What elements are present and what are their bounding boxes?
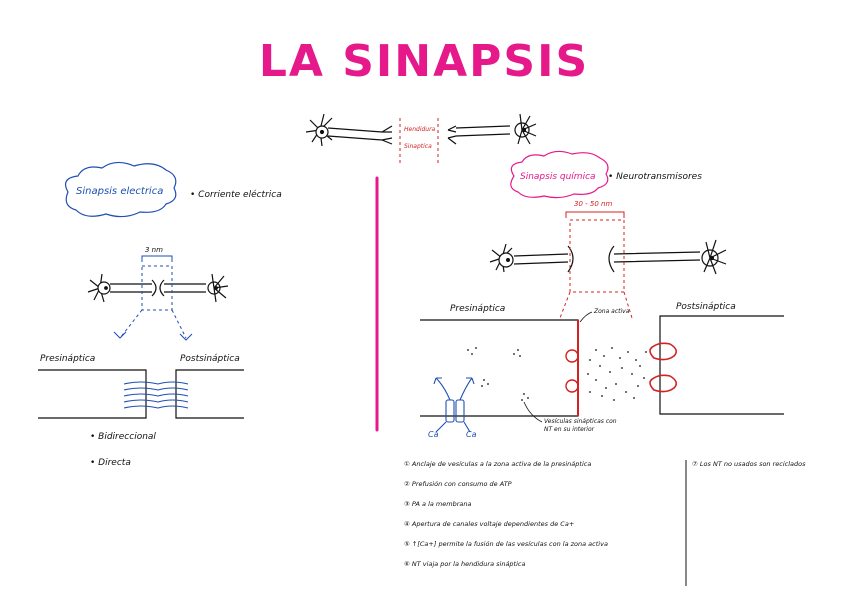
quimica-cloud-label: Sinapsis química [520, 172, 596, 182]
step-3: ③ PA a la membrana [404, 500, 472, 508]
electrica-pre-membrane [38, 369, 147, 419]
quimica-zoom-arrows [559, 291, 633, 319]
electrica-zoom-box [141, 265, 173, 311]
electrica-post-label: Postsináptica [180, 354, 240, 364]
zona-activa-pointer [579, 311, 593, 323]
quimica-post-membrane [659, 315, 784, 415]
quimica-pre-label: Presináptica [450, 304, 506, 314]
quimica-pre-membrane [420, 319, 579, 417]
page-title: LA SINAPSIS [258, 36, 590, 87]
electrica-zoom-arrows [119, 309, 187, 339]
zona-activa-label: Zona activa [594, 308, 630, 315]
vesiculas-label-2: NT en su interior [544, 426, 595, 433]
sinaptica-label: Sinaptica [404, 143, 432, 150]
electrica-post-membrane [175, 369, 244, 419]
quimica-post-label: Postsináptica [676, 302, 736, 312]
gap-junctions [123, 381, 189, 409]
electrica-gap-label: 3 nm [145, 246, 163, 254]
electrica-pre-label: Presináptica [40, 354, 96, 364]
step-5: ⑤ ↑[Ca+] permite la fusión de las vesícu… [404, 540, 608, 548]
quimica-gap-label: 30 - 50 nm [574, 200, 613, 208]
quimica-bullet: • Neurotransmisores [608, 172, 702, 182]
quimica-right-neuron [608, 239, 727, 275]
hendidura-label: Hendidura [404, 126, 436, 133]
quimica-gap-bracket [565, 211, 625, 218]
electrica-cloud-label: Sinapsis electrica [76, 186, 164, 197]
electrica-cloud [65, 161, 177, 218]
ca-channel [433, 377, 475, 433]
electrica-right-neuron [159, 273, 229, 303]
step-4: ④ Apertura de canales voltaje dependient… [404, 520, 575, 528]
step-2: ② Prefusión con consumo de ATP [404, 480, 512, 488]
electrica-prop-2: • Directa [90, 458, 131, 468]
quimica-zoom-box [569, 219, 625, 293]
vesiculas-label-1: Vesículas sinápticas con [544, 418, 617, 425]
docked-vesicles [565, 349, 579, 393]
receptors [649, 342, 678, 393]
top-gap-lines [399, 118, 439, 166]
electrica-left-neuron [87, 273, 157, 303]
quimica-cloud [510, 150, 609, 199]
neurotransmitter-dots [467, 347, 647, 401]
top-left-neuron [305, 113, 393, 147]
vesicle-pointer [523, 401, 543, 423]
electrica-prop-1: • Bidireccional [90, 432, 156, 442]
quimica-left-neuron [489, 243, 574, 273]
ca-label-2: Ca [466, 430, 477, 439]
step-6: ⑥ NT viaja por la hendidura sináptica [404, 560, 526, 568]
electrica-bullet: • Corriente eléctrica [190, 190, 282, 200]
step-1: ① Anclaje de vesículas a la zona activa … [404, 460, 592, 468]
step-7: ⑦ Los NT no usados son reciclados [692, 460, 806, 468]
top-right-neuron [447, 113, 537, 145]
ca-label-1: Ca [428, 430, 439, 439]
electrica-gap-bracket [141, 255, 173, 262]
